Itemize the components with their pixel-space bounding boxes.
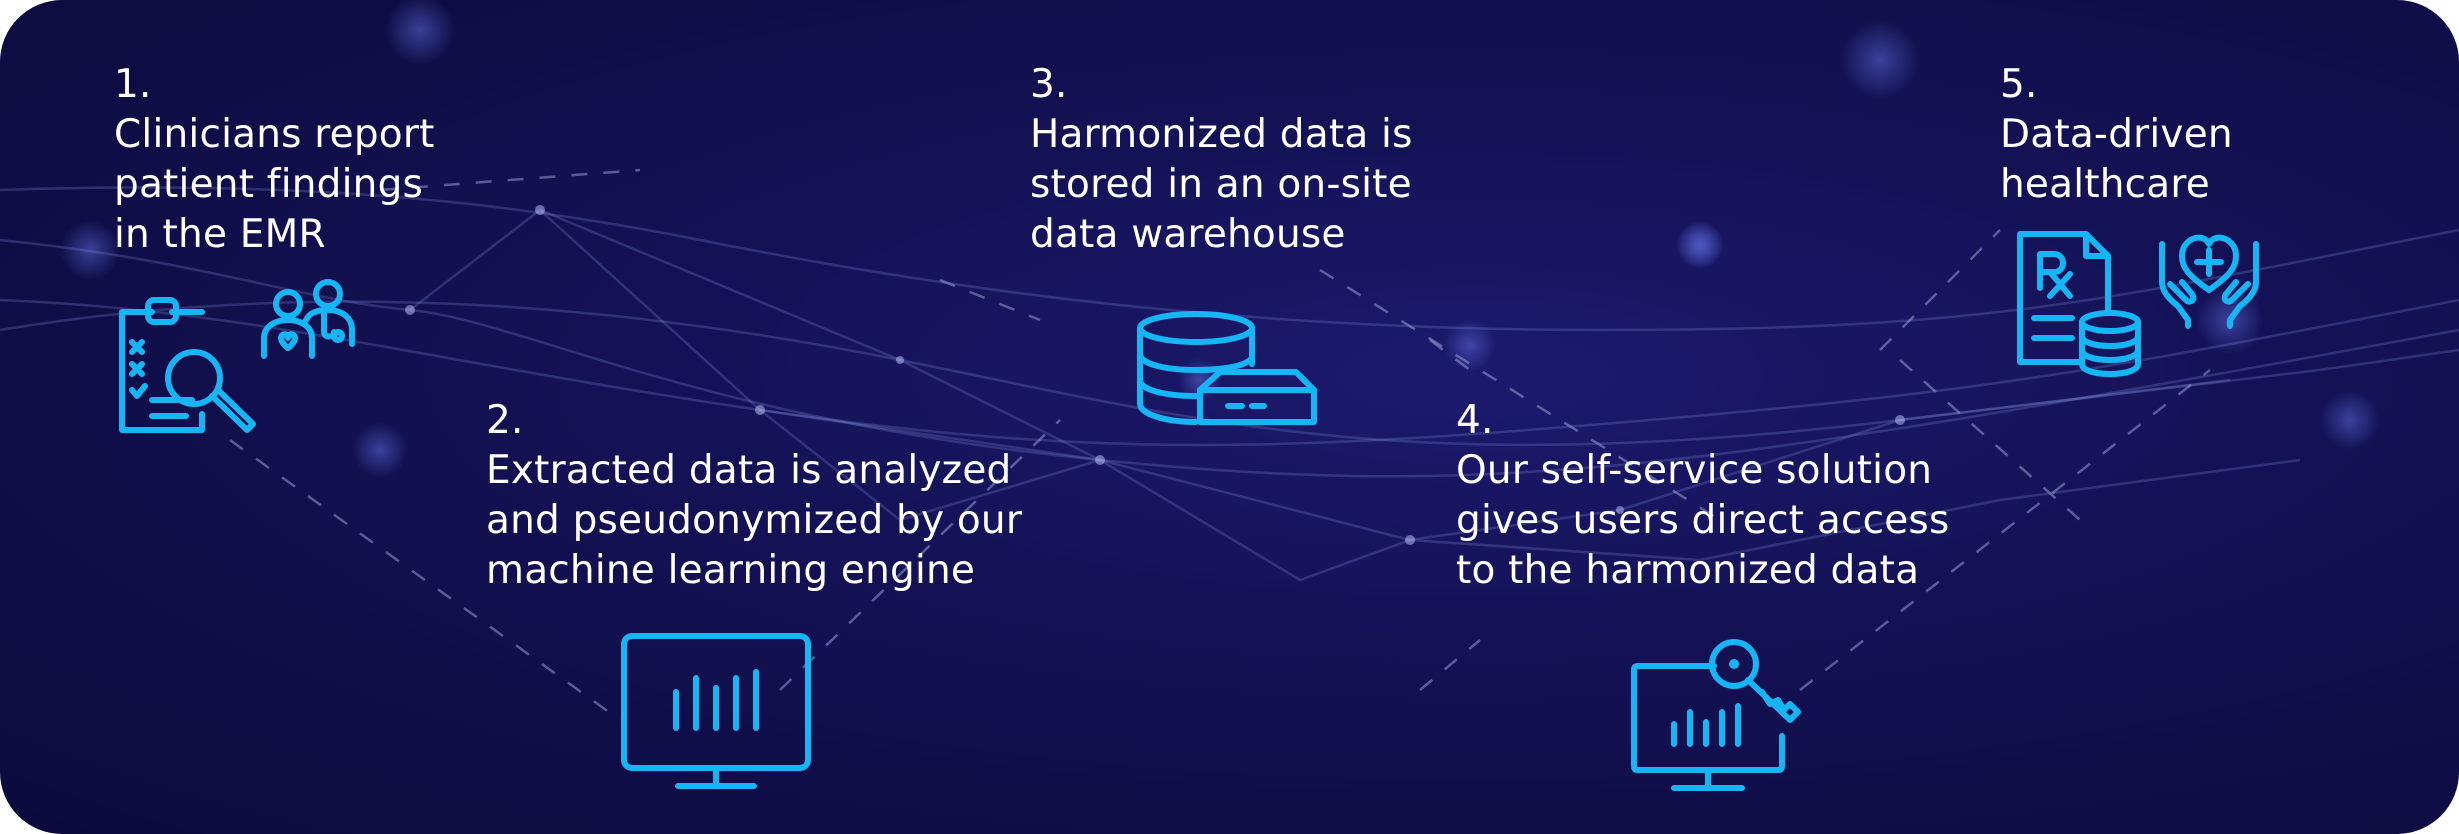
step-2-line-1: Extracted data is analyzed	[486, 448, 1012, 493]
network-nodes	[405, 205, 1905, 545]
dashed-connectors	[229, 168, 2211, 722]
step-2: 2. Extracted data is analyzed and pseudo…	[486, 396, 1022, 596]
step-4: 4. Our self-service solution gives users…	[1456, 396, 1949, 596]
step-3-line-1: Harmonized data is	[1030, 112, 1413, 157]
step-2-number: 2.	[486, 398, 524, 443]
step-4-line-2: gives users direct access	[1456, 498, 1950, 543]
step-1-number: 1.	[114, 62, 152, 107]
step-3-number: 3.	[1030, 62, 1068, 107]
step-4-line-3: to the harmonized data	[1456, 548, 1920, 593]
hands-heart-icon	[2156, 228, 2262, 329]
clipboard-magnifier-icon	[112, 296, 262, 436]
prescription-database-icon	[2014, 230, 2144, 380]
step-4-line-1: Our self-service solution	[1456, 448, 1933, 493]
database-server-icon	[1136, 310, 1322, 428]
step-3: 3. Harmonized data is stored in an on-si…	[1030, 60, 1413, 260]
step-5: 5. Data-driven healthcare	[2000, 60, 2233, 210]
step-2-line-3: machine learning engine	[486, 548, 976, 593]
monitor-chart-icon	[620, 632, 812, 792]
monitor-chart-key-icon	[1630, 636, 1806, 792]
network-lines	[0, 186, 2459, 582]
step-5-line-2: healthcare	[2000, 162, 2210, 207]
patient-doctor-icon	[258, 279, 358, 360]
step-1: 1. Clinicians report patient findings in…	[114, 60, 435, 260]
step-1-line-1: Clinicians report	[114, 112, 435, 157]
step-5-line-1: Data-driven	[2000, 112, 2233, 157]
step-4-number: 4.	[1456, 398, 1494, 443]
step-5-number: 5.	[2000, 62, 2038, 107]
step-2-line-2: and pseudonymized by our	[486, 498, 1023, 543]
step-1-line-3: in the EMR	[114, 212, 326, 257]
step-3-line-2: stored in an on-site	[1030, 162, 1412, 207]
step-3-line-3: data warehouse	[1030, 212, 1346, 257]
step-1-line-2: patient findings	[114, 162, 424, 207]
